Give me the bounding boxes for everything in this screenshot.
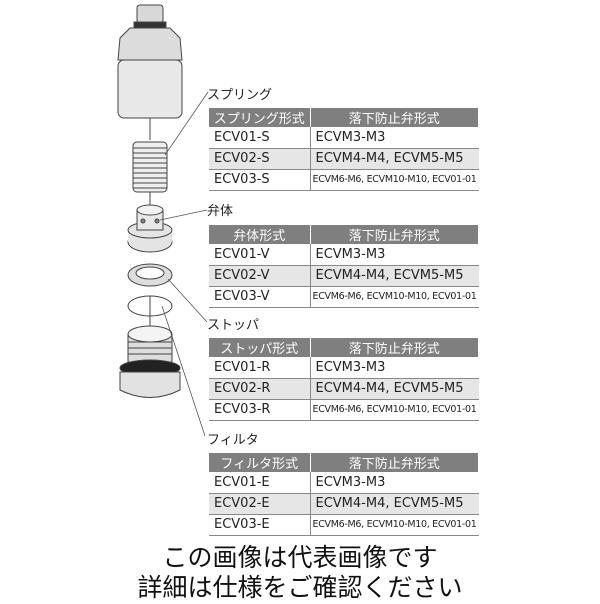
valve-models: ECVM4-M4, ECVM5-M5 xyxy=(310,493,479,515)
stopper-label: ストッパ xyxy=(207,318,260,333)
representative-image-note: この画像は代表画像です xyxy=(162,543,438,572)
spring-label: スプリング xyxy=(207,88,273,103)
valve-body-part xyxy=(127,204,173,253)
valve-models: ECVM6-M6, ECVM10-M10, ECV01-01 xyxy=(310,169,479,191)
valve-models: ECVM4-M4, ECVM5-M5 xyxy=(310,378,479,400)
part-model: ECV02-V xyxy=(209,265,311,287)
part-model: ECV03-R xyxy=(209,399,311,421)
part-model: ECV01-V xyxy=(209,244,311,266)
part-model: ECV02-S xyxy=(209,148,311,170)
header-cell: 落下防止弁形式 xyxy=(310,108,479,127)
part-model: ECV03-V xyxy=(209,286,311,308)
part-model: ECV02-R xyxy=(209,378,311,400)
leader-lines xyxy=(159,91,209,437)
part-model: ECV03-S xyxy=(209,169,311,191)
filter-label: フィルタ xyxy=(207,433,259,448)
valve-models: ECVM6-M6, ECVM10-M10, ECV01-01 xyxy=(310,286,479,308)
base-fitting-part xyxy=(119,325,181,398)
fitting-thread xyxy=(136,4,164,24)
valve-models: ECVM6-M6, ECVM10-M10, ECV01-01 xyxy=(310,399,479,421)
valve-models: ECVM4-M4, ECVM5-M5 xyxy=(310,265,479,287)
valve-models: ECVM3-M3 xyxy=(310,472,479,494)
part-model: ECV03-E xyxy=(209,514,311,536)
valve-models: ECVM3-M3 xyxy=(310,357,479,379)
part-model: ECV01-E xyxy=(209,472,311,494)
header-cell: フィルタ形式 xyxy=(209,453,311,472)
part-model: ECV01-R xyxy=(209,357,311,379)
check-specs-note: 詳細は仕様をご確認ください xyxy=(137,573,463,602)
stopper-part xyxy=(127,263,173,287)
header-cell: ストッパ形式 xyxy=(209,338,311,357)
fitting-hex xyxy=(117,27,183,61)
valve-models: ECVM3-M3 xyxy=(310,127,479,149)
valve-models: ECVM6-M6, ECVM10-M10, ECV01-01 xyxy=(310,514,479,536)
spring-part xyxy=(132,141,168,193)
valve-body-label: 弁体 xyxy=(207,204,234,219)
fitting-oring xyxy=(133,21,167,29)
part-model: ECV01-S xyxy=(209,127,311,149)
valve-models: ECVM4-M4, ECVM5-M5 xyxy=(310,148,479,170)
header-cell: スプリング形式 xyxy=(209,108,311,127)
header-cell: 弁体形式 xyxy=(209,225,311,244)
valve-models: ECVM3-M3 xyxy=(310,244,479,266)
fitting-body xyxy=(117,59,183,119)
part-model: ECV02-E xyxy=(209,493,311,515)
header-cell: 落下防止弁形式 xyxy=(310,338,479,357)
header-cell: 落下防止弁形式 xyxy=(310,225,479,244)
header-cell: 落下防止弁形式 xyxy=(310,453,479,472)
